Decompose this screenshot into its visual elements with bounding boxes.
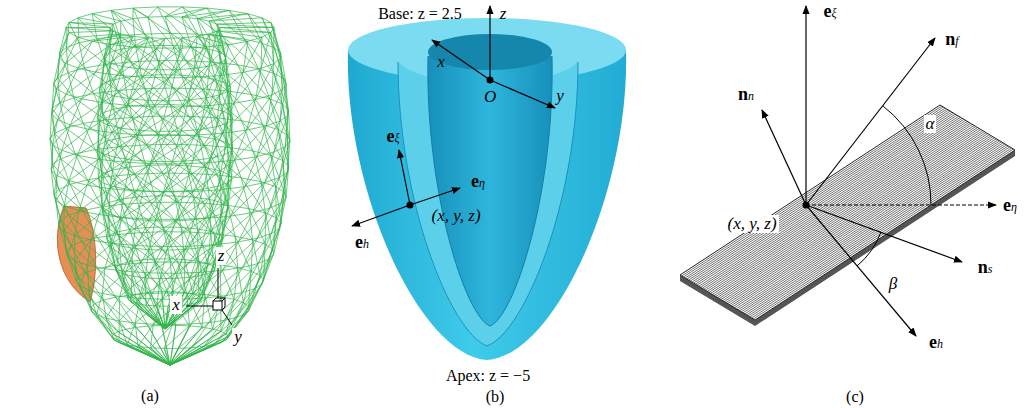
vector-label: eη [471,172,485,192]
fibre-sheet [680,105,1015,326]
boundary-note: Base: z = 2.5 [378,5,462,23]
vector-label: eξ [823,2,836,22]
vector-label: eh [929,333,943,353]
sample-point [407,202,414,209]
axis-label: z [500,5,507,24]
axis-label: x [170,296,182,315]
angle-label: β [889,275,897,294]
origin-label: O [484,88,496,107]
angle-label: α [924,115,937,134]
coordinate-axes [352,6,555,226]
vector-label: nf [945,30,958,50]
panel-label: (a) [141,387,159,405]
axis-triad [186,268,232,325]
sample-point [803,202,810,209]
origin-point [487,77,494,84]
local-frame [762,6,996,336]
vector-label: eη [1003,196,1017,216]
point-label: (x, y, z) [726,215,779,234]
vector-label: nn [738,85,754,105]
axis-label: y [232,328,244,347]
vector-label: eh [355,233,369,253]
vector-label: ns [978,258,993,278]
axis-label: y [556,87,564,106]
panel-label: (b) [486,388,505,406]
panel-label: (c) [846,388,864,406]
vector-label: eξ [386,127,399,147]
axis-label: z [216,247,227,266]
point-label: (x, y, z) [432,207,481,226]
boundary-note: Apex: z = −5 [446,367,530,385]
wireframe-mesh [50,7,290,365]
axis-label: x [437,53,445,72]
heart-solid [348,18,626,360]
